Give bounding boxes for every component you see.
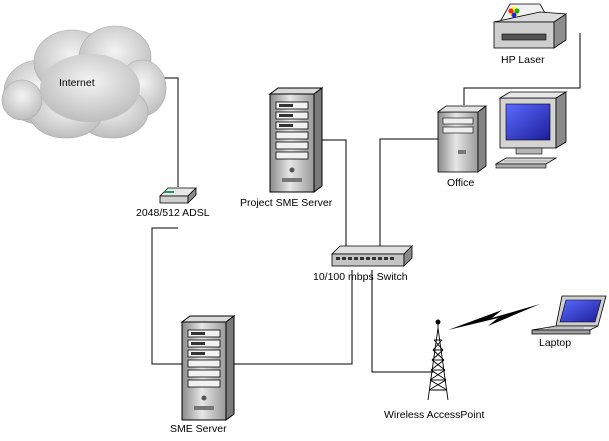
wireless-signal-icon [448,304,540,330]
cloud-icon [1,25,167,139]
switch-label: 10/100 mbps Switch [313,271,408,283]
office-label: Office [447,177,474,189]
link-projectserver-switch [318,139,347,246]
connection-lines [151,33,581,373]
wireless-access-point: Wireless AccessPoint [384,319,484,421]
sme-server-label: SME Server [170,423,227,435]
internet-cloud: Internet [1,25,167,139]
desktop-computer-icon [436,91,568,173]
antenna-tower-icon [427,319,449,401]
tower-server-icon [269,87,323,193]
network-switch-icon [331,245,413,267]
internet-label: Internet [59,77,95,89]
link-printer-office [463,33,581,105]
project-server-label: Project SME Server [240,197,333,209]
office-workstation: Office [436,91,568,189]
modem-icon [159,187,197,204]
link-smeserver-switch [234,270,353,365]
link-office-switch [379,138,438,246]
tower-server-icon [181,315,235,421]
adsl-modem: 2048/512 ADSL [136,187,210,219]
access-point-label: Wireless AccessPoint [384,409,484,421]
laptop-label: Laptop [539,337,571,349]
printer-label: HP Laser [501,54,545,66]
laptop-icon [531,295,607,335]
hp-laser-printer: HP Laser [493,3,568,66]
link-adsl-smeserver [151,227,182,365]
project-sme-server: Project SME Server [240,87,333,209]
network-switch: 10/100 mbps Switch [313,245,413,283]
sme-server: SME Server [170,315,235,435]
printer-icon [493,3,568,49]
link-switch-accesspoint [371,270,434,373]
adsl-label: 2048/512 ADSL [136,207,210,219]
laptop: Laptop [531,295,607,349]
